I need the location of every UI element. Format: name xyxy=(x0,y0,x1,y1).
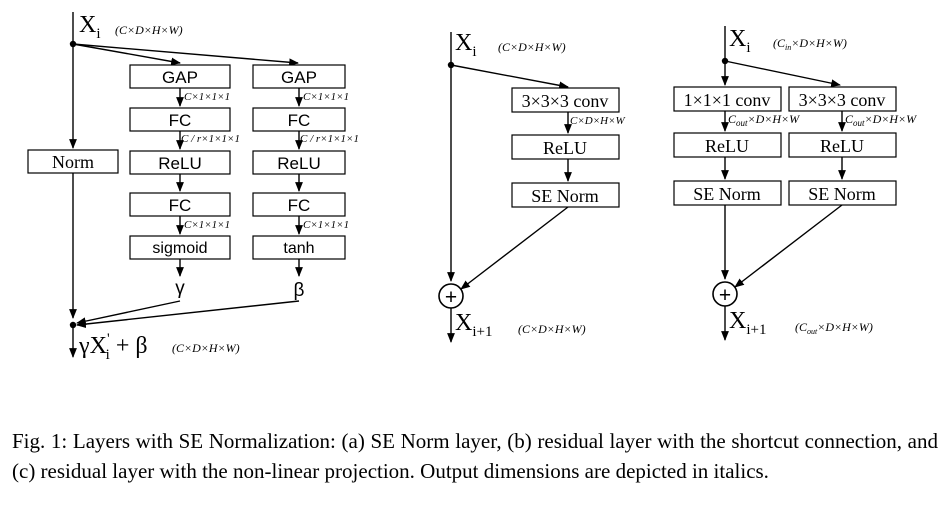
panel-a-gamma-label: γ xyxy=(175,278,185,299)
panel-c-right-to-add-arrow xyxy=(734,204,843,288)
panel-a-to-gap-right-arrow xyxy=(72,43,299,67)
panel-b-conv-box xyxy=(511,87,620,113)
panel-a-right-branch: GAP C×1×1×1 FC C / r×1×1×1 ReLU FC C×1×1… xyxy=(252,64,359,301)
panel-b-relu-label: ReLU xyxy=(543,138,587,158)
panel-a-left-dim-2: C / r×1×1×1 xyxy=(181,133,240,145)
panel-b-output-dim: (C×D×H×W) xyxy=(518,322,586,336)
panel-a-right-gap-label: GAP xyxy=(281,68,317,87)
panel-a-right-fc1-label: FC xyxy=(288,111,311,130)
panel-a-right-relu-label: ReLU xyxy=(277,154,320,173)
panel-c-right-relu-label: ReLU xyxy=(820,136,864,156)
panel-c-left-relu-label: ReLU xyxy=(705,136,749,156)
panel-c-right-se-norm-label: SE Norm xyxy=(808,184,876,204)
panel-a-right-tanh-label: tanh xyxy=(283,240,314,257)
panel-a-left-sigmoid-label: sigmoid xyxy=(152,240,207,257)
panel-a-left-relu-label: ReLU xyxy=(158,154,201,173)
panel-c-left-se-norm-box xyxy=(673,180,782,206)
panel-a-left-dim-1: C×1×1×1 xyxy=(184,91,230,103)
panel-c-output-dim: (Cout×D×H×W) xyxy=(795,320,873,336)
panel-a-se-norm-layer: Xi (C×D×H×W) Norm GAP C×1×1×1 FC C / r×1… xyxy=(27,12,359,363)
panel-b-conv-dim: C×D×H×W xyxy=(570,115,625,127)
panel-a-left-gap-label: GAP xyxy=(162,68,198,87)
panel-c-left-dim: Cout×D×H×W xyxy=(728,112,800,128)
panel-c-left-relu-box xyxy=(673,132,782,158)
panel-a-to-gap-left-arrow xyxy=(72,43,181,66)
panel-c-input-dim: (Cin×D×H×W) xyxy=(773,36,847,52)
panel-a-gamma-to-merge-arrow xyxy=(76,300,181,325)
panel-b-input-label: Xi xyxy=(455,30,477,60)
panel-b-plus-icon: + xyxy=(445,286,457,309)
panel-c-left-conv-box xyxy=(673,86,782,112)
panel-b-conv-label: 3×3×3 conv xyxy=(522,91,609,111)
panel-c-left-se-norm-label: SE Norm xyxy=(693,184,761,204)
panel-a-output-dim: (C×D×H×W) xyxy=(172,341,240,355)
panel-a-right-fc2-label: FC xyxy=(288,196,311,215)
panel-c-right-conv-label: 3×3×3 conv xyxy=(799,90,886,110)
panel-a-left-dim-3: C×1×1×1 xyxy=(184,219,230,231)
panel-a-output-formula: γX'i + β xyxy=(78,331,148,363)
panel-c-input-label: Xi xyxy=(729,26,751,56)
panel-a-norm-label: Norm xyxy=(52,152,94,172)
panel-b-output-label: Xi+1 xyxy=(455,310,492,340)
panel-b-se-to-add-arrow xyxy=(460,206,569,290)
panel-c-output-label: Xi+1 xyxy=(729,308,766,338)
panel-b-se-norm-label: SE Norm xyxy=(531,186,599,206)
panel-b-to-conv-arrow xyxy=(450,64,569,90)
panel-a-beta-to-merge-arrow xyxy=(76,300,300,328)
panel-b-input-dim: (C×D×H×W) xyxy=(498,40,566,54)
panel-a-input-dim: (C×D×H×W) xyxy=(115,23,183,37)
panel-c-right-column: 3×3×3 conv Cout×D×H×W ReLU SE Norm xyxy=(734,86,917,288)
panel-c-to-right-conv-arrow xyxy=(724,60,841,88)
panel-c-right-conv-box xyxy=(788,86,897,112)
panel-a-beta-label: β xyxy=(294,280,305,301)
panel-a-input-label: Xi xyxy=(79,12,101,42)
panel-c-left-conv-label: 1×1×1 conv xyxy=(684,90,771,110)
panel-b-relu-box xyxy=(511,134,620,160)
panel-a-right-dim-2: C / r×1×1×1 xyxy=(300,133,359,145)
panel-b-residual-shortcut: Xi (C×D×H×W) 3×3×3 conv C×D×H×W ReLU SE … xyxy=(438,30,625,343)
panel-a-left-fc1-label: FC xyxy=(169,111,192,130)
panel-c-right-dim: Cout×D×H×W xyxy=(845,112,917,128)
panel-a-left-branch: GAP C×1×1×1 FC C / r×1×1×1 ReLU FC C×1×1… xyxy=(129,64,240,299)
panel-c-right-se-norm-box xyxy=(788,180,897,206)
panel-c-residual-projection: Xi (Cin×D×H×W) 1×1×1 conv Cout×D×H×W ReL… xyxy=(673,26,917,341)
panel-a-left-fc2-label: FC xyxy=(169,196,192,215)
panel-a-right-dim-3: C×1×1×1 xyxy=(303,219,349,231)
panel-a-right-dim-1: C×1×1×1 xyxy=(303,91,349,103)
panel-b-se-norm-box xyxy=(511,182,620,208)
figure-caption: Fig. 1: Layers with SE Normalization: (a… xyxy=(12,429,938,483)
panel-c-left-column: 1×1×1 conv Cout×D×H×W ReLU SE Norm xyxy=(673,86,800,280)
panel-c-plus-icon: + xyxy=(719,284,731,307)
